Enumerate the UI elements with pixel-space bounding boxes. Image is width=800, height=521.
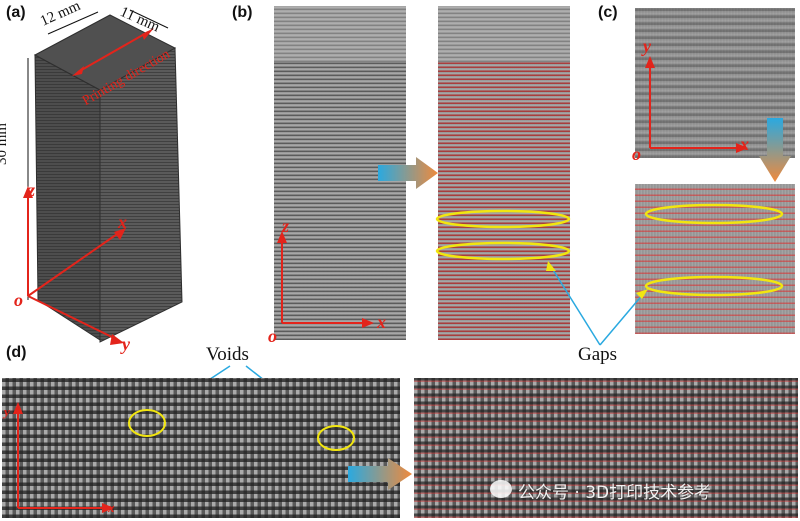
axis-x-d: x (108, 500, 115, 515)
gap-highlights-b (435, 209, 571, 261)
wechat-icon (490, 480, 512, 498)
axis-o-c: o (632, 144, 641, 164)
ct-slice-yx-plane-red (414, 378, 798, 518)
specimen-3d-render (23, 9, 183, 345)
panel-label-b: (b) (232, 4, 253, 21)
gaps-label: Gaps (578, 344, 618, 365)
axis-o-a: o (14, 290, 23, 310)
axis-y-d: y (4, 404, 10, 419)
transform-arrow-c (759, 118, 791, 182)
ct-slice-xz-red (438, 62, 570, 340)
transform-arrow-d (348, 458, 412, 490)
axes-b (277, 231, 374, 328)
axis-z-b: z (282, 216, 290, 236)
transform-arrow-b (378, 157, 438, 189)
axis-x-b: x (377, 312, 386, 332)
panel-label-a: (a) (6, 4, 26, 21)
axis-y-a: y (122, 334, 130, 354)
panel-label-c: (c) (598, 4, 618, 21)
dimension-height: 30 mm (0, 122, 10, 165)
axis-x-a: x (118, 212, 127, 232)
voids-label: Voids (206, 344, 249, 365)
axis-x-c: x (740, 134, 749, 154)
ct-slice-xz (274, 62, 406, 340)
gaps-pointer-lines (546, 261, 648, 346)
axes-c (645, 56, 748, 153)
gap-highlights-c (644, 203, 784, 297)
axis-y-c: y (643, 36, 651, 56)
ct-slice-xz-top-red (438, 6, 570, 62)
axis-z-a: z (28, 180, 36, 200)
axes-d (13, 402, 114, 513)
panel-label-d: (d) (6, 344, 27, 361)
ct-slice-xz-top (274, 6, 406, 62)
axis-o-b: o (268, 326, 277, 346)
void-highlights (128, 409, 355, 451)
ct-slice-yx-plane (2, 378, 400, 518)
watermark-text: 公众号 · 3D打印技术参考 (518, 483, 712, 503)
